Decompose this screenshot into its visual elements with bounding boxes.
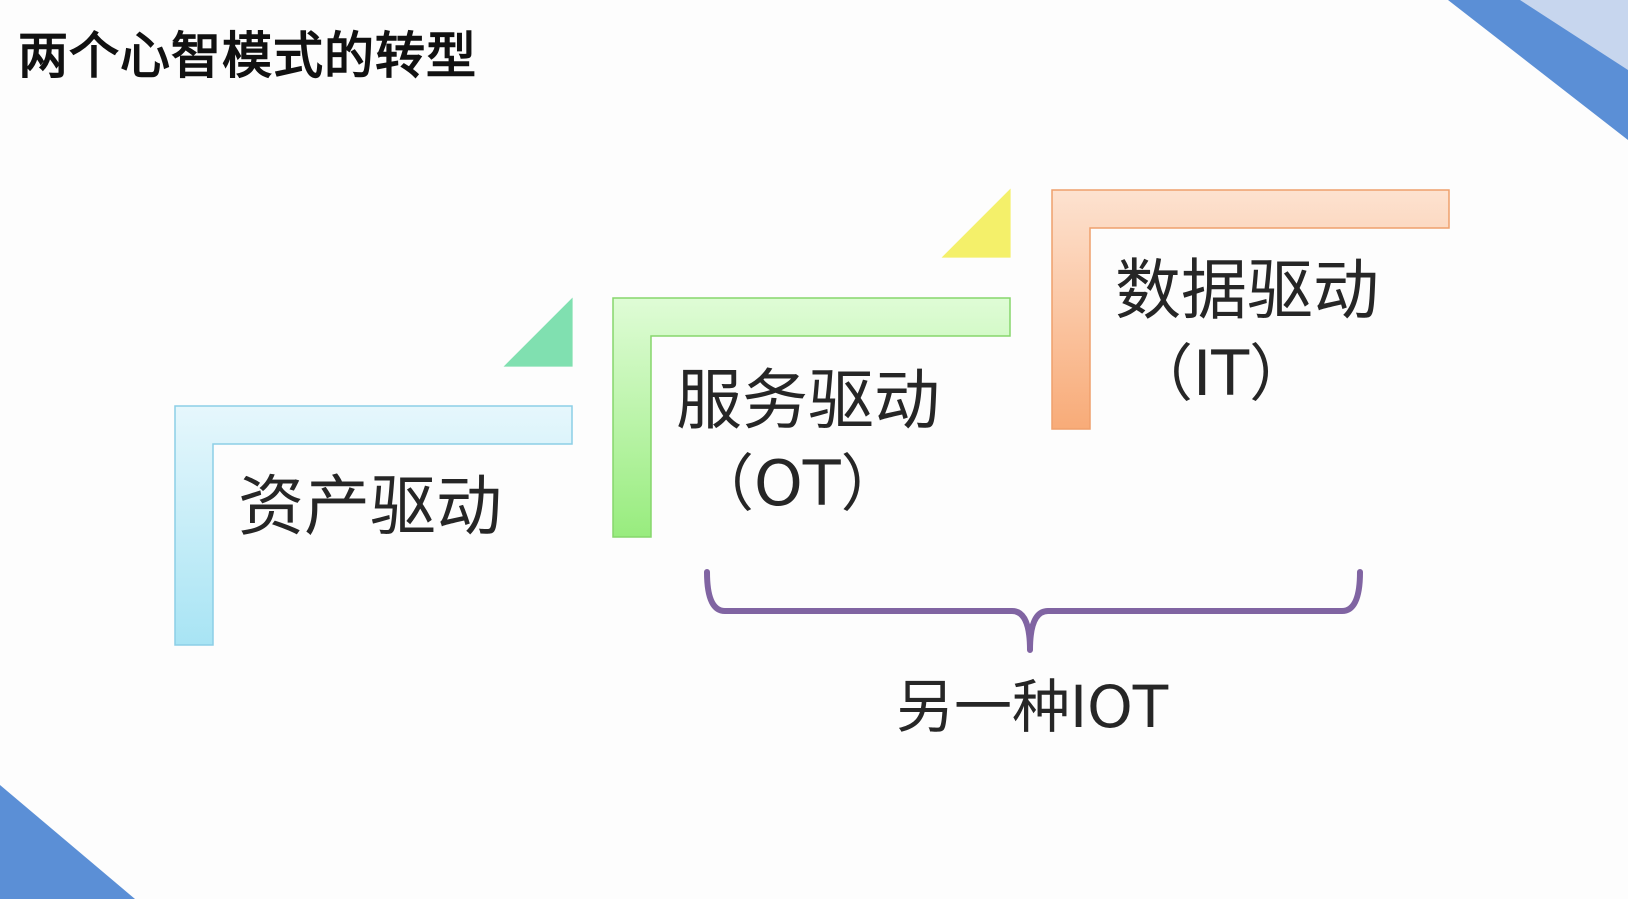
stage-shape-asset	[174, 405, 573, 646]
brace-label: 另一种IOT	[896, 673, 1169, 741]
step-triangle-1	[503, 297, 573, 367]
stage-shape-data	[1051, 189, 1450, 430]
stage-label-data: 数据驱动	[1115, 252, 1379, 329]
stage-shape-service	[612, 297, 1011, 538]
stage-label-asset: 资产驱动	[238, 468, 502, 545]
corner-decoration-top-right-light	[1520, 0, 1628, 70]
step-triangle-2	[941, 188, 1011, 258]
corner-decoration-bottom-left	[0, 785, 135, 899]
stage-label-service: 服务驱动	[676, 362, 940, 439]
slide-title: 两个心智模式的转型	[18, 27, 477, 85]
stage-sub-data: （IT）	[1131, 337, 1312, 410]
curly-brace	[704, 569, 1363, 653]
stage-sub-service: （OT）	[692, 447, 903, 520]
